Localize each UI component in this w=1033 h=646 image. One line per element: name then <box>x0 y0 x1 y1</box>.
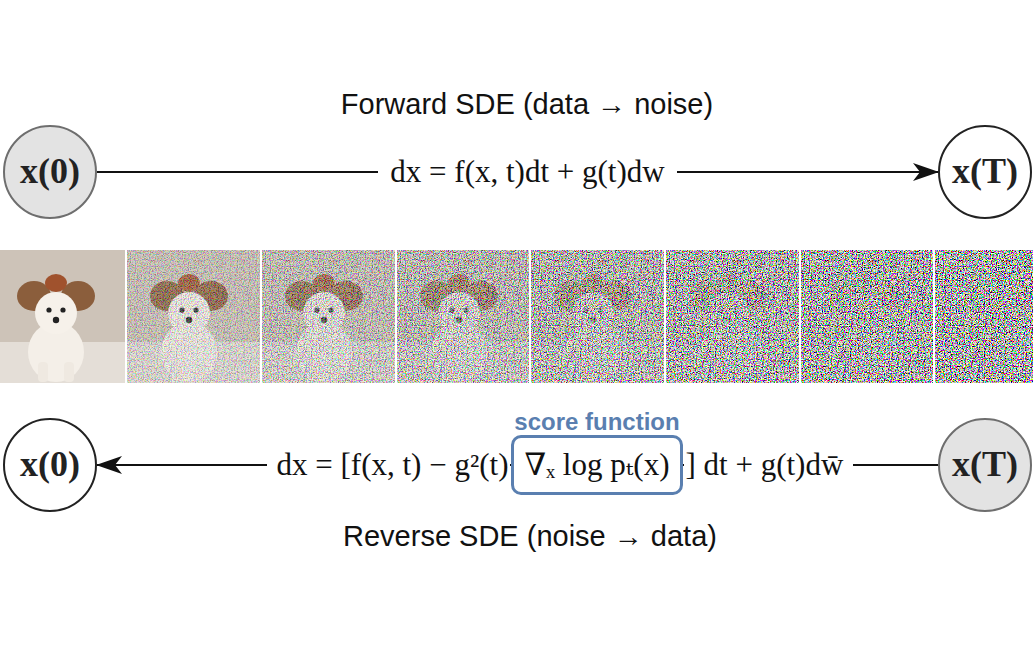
state-circle: x(T) <box>938 418 1032 512</box>
callout-heading: score function <box>514 408 679 436</box>
state-label: x(T) <box>952 445 1018 485</box>
image-panel <box>0 250 127 383</box>
image-panel <box>262 250 395 383</box>
math-term: ∇ₓ log pₜ(x) <box>524 447 669 483</box>
image-panel <box>666 250 799 383</box>
section-title: Forward SDE (data → noise) <box>339 88 715 121</box>
section-title: Reverse SDE (noise → data) <box>341 520 719 553</box>
image-panel <box>127 250 260 383</box>
image-panel <box>531 250 664 383</box>
state-label: x(0) <box>20 445 80 485</box>
state-circle: x(0) <box>3 125 97 219</box>
score-box: score function∇ₓ log pₜ(x) <box>511 435 682 495</box>
image-panel <box>397 250 530 383</box>
equation-label: dx = f(x, t)dt + g(t)dw <box>378 154 676 190</box>
state-label: x(T) <box>952 152 1018 192</box>
state-circle: x(0) <box>3 418 97 512</box>
image-panel <box>801 250 934 383</box>
state-circle: x(T) <box>938 125 1032 219</box>
equation-part: dx = [f(x, t) − g²(t) <box>267 447 511 483</box>
state-label: x(0) <box>20 152 80 192</box>
equation-part: ] dt + g(t)dw̄ <box>684 447 854 483</box>
image-panel <box>935 250 1033 383</box>
